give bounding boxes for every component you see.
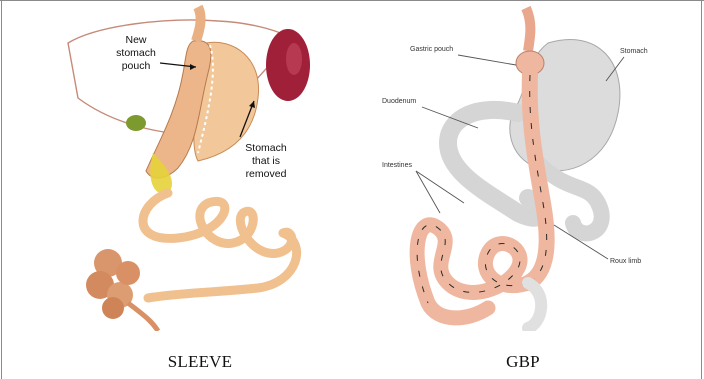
label-duodenum: Duodenum	[382, 98, 416, 105]
label-gastric-pouch: Gastric pouch	[410, 46, 453, 53]
frame-border-left	[1, 0, 2, 379]
label-intestines: Intestines	[382, 162, 412, 169]
intestine-loops	[417, 225, 528, 318]
frame-border-right	[701, 0, 702, 379]
label-roux-limb: Roux limb	[610, 258, 641, 265]
label-removed-3: removed	[246, 168, 287, 180]
intestine	[143, 193, 292, 253]
label-new-pouch-2: stomach	[116, 47, 156, 59]
sleeve-drawing: New stomach pouch Stomach that is remove…	[58, 3, 320, 331]
gallbladder	[126, 115, 146, 131]
label-stomach: Stomach	[620, 48, 648, 55]
label-removed-1: Stomach	[245, 142, 287, 154]
frame-border-top	[0, 0, 704, 1]
caption-sleeve: SLEEVE	[130, 352, 270, 372]
gbp-illustration: Gastric pouch Stomach Duodenum Intestine…	[378, 3, 664, 331]
gbp-drawing: Gastric pouch Stomach Duodenum Intestine…	[378, 3, 664, 331]
caption-gbp: GBP	[468, 352, 578, 372]
sleeve-illustration: New stomach pouch Stomach that is remove…	[58, 3, 320, 331]
label-removed-2: that is	[252, 155, 280, 167]
label-new-pouch-3: pouch	[122, 60, 151, 72]
label-new-pouch-1: New	[125, 34, 146, 46]
